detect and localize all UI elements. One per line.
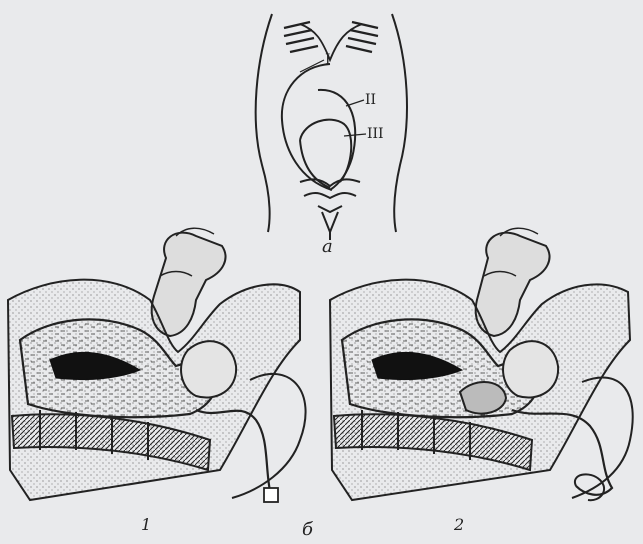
panel-b-sagittal-section-2	[330, 228, 633, 500]
cord-clamp-1	[264, 488, 278, 502]
pubic-bone	[300, 179, 360, 212]
placenta-2	[460, 382, 506, 414]
cord-loop-2	[575, 474, 604, 500]
panel-b-sagittal-section-1	[8, 228, 306, 502]
bladder-2	[503, 341, 558, 397]
panel-b-label: б	[302, 519, 313, 540]
panel-a-abdomen-drawing	[256, 14, 407, 240]
panel-a-label: а	[322, 236, 333, 257]
marker-III: III	[367, 126, 384, 142]
panel-b-sub-label-2: 2	[454, 515, 464, 534]
bladder-1	[181, 341, 236, 397]
marker-I: I	[325, 52, 331, 68]
torso-right-contour	[392, 14, 407, 232]
marker-II: II	[365, 92, 376, 108]
fundus-level-III	[300, 120, 351, 182]
rib-cage	[284, 22, 378, 60]
panel-b-sub-label-1: 1	[141, 515, 151, 534]
torso-left-contour	[256, 14, 272, 232]
